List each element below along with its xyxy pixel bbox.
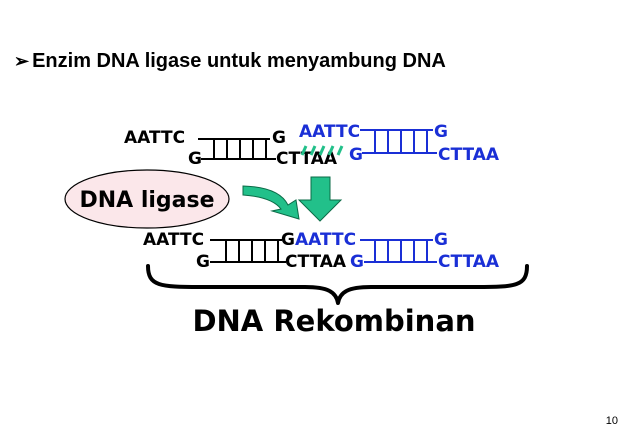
frag2-bottom-left-text: G bbox=[349, 145, 363, 165]
lig-blue-base-pairs bbox=[374, 240, 428, 262]
arrow-bullet-icon: ➢ bbox=[14, 51, 30, 71]
slide-heading: ➢Enzim DNA ligase untuk menyambung DNA bbox=[14, 50, 446, 73]
lig-junction-bottom-blue: G bbox=[350, 252, 364, 272]
ligase-label: DNA ligase bbox=[79, 188, 214, 213]
down-arrow-icon bbox=[297, 176, 343, 222]
frag1-top-right-text: G bbox=[272, 128, 286, 148]
fragment-top-right: AATTC G G CTTAA bbox=[299, 122, 500, 165]
curved-arrow-icon bbox=[242, 185, 300, 220]
lig-junction-top-blue: AATTC bbox=[295, 230, 356, 250]
frag1-base-pairs bbox=[213, 139, 267, 159]
ligase-ellipse bbox=[64, 169, 230, 229]
frag2-bottom-right-text: CTTAA bbox=[438, 145, 500, 165]
curly-brace bbox=[146, 264, 529, 305]
lig-black-base-pairs bbox=[225, 240, 279, 262]
heading-text: Enzim DNA ligase untuk menyambung DNA bbox=[32, 50, 446, 72]
lig-junction-top-black: G bbox=[281, 230, 295, 250]
frag2-top-left-text: AATTC bbox=[299, 122, 360, 142]
lig-top-left-text: AATTC bbox=[143, 230, 204, 250]
lig-junction-bottom-black: CTTAA bbox=[285, 252, 347, 272]
fragment-ligated: AATTC G AATTC G G CTTAA G CTTAA bbox=[143, 230, 500, 272]
frag1-bottom-left-text: G bbox=[188, 149, 202, 169]
dna-ligase-enzyme: DNA ligase bbox=[64, 169, 230, 229]
lig-bottom-right-text: CTTAA bbox=[438, 252, 500, 272]
result-label: DNA Rekombinan bbox=[192, 304, 475, 338]
sticky-end-pairing-marks bbox=[300, 145, 344, 156]
frag1-top-left-text: AATTC bbox=[124, 128, 185, 148]
page-number: 10 bbox=[605, 415, 618, 427]
lig-bottom-left-text: G bbox=[196, 252, 210, 272]
fragment-top-left: AATTC G G CTTAA bbox=[124, 128, 338, 169]
frag2-top-right-text: G bbox=[434, 122, 448, 142]
lig-top-right-text: G bbox=[434, 230, 448, 250]
frag1-bottom-right-text: CTTAA bbox=[276, 149, 338, 169]
frag2-base-pairs bbox=[374, 130, 428, 153]
